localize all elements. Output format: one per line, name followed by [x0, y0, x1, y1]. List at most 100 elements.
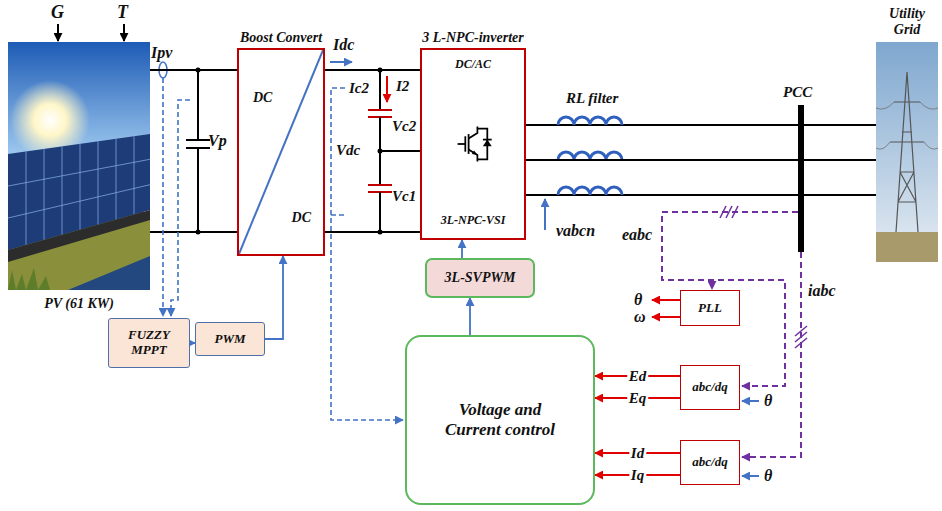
- grid-measurement-lines: [662, 212, 801, 457]
- signal-label: vabcn: [556, 222, 595, 240]
- wire: [379, 192, 381, 232]
- drawing-part: [451, 122, 495, 166]
- signal-label: θ: [764, 392, 772, 410]
- signal-label: ω: [634, 308, 646, 326]
- inverter-box: 3 L-NPC-inverterDC/AC3L-NPC-VSI: [420, 48, 526, 240]
- edge-label: Eq: [627, 390, 649, 407]
- box-heading: 3 L-NPC-inverter: [422, 30, 523, 46]
- capacitor-plate: [368, 184, 392, 186]
- drawing-part: [26, 152, 27, 245]
- omega-arrow: [652, 316, 680, 318]
- drawing-part: [8, 42, 150, 290]
- box-label: FUZZY MPPT: [109, 328, 189, 358]
- control-box: PWM: [195, 322, 265, 356]
- box-label: Voltage and Current control: [430, 400, 570, 439]
- signal-label: Idc: [333, 36, 354, 54]
- array-caption: PV (61 KW): [44, 296, 114, 312]
- box-label: DC: [253, 90, 272, 106]
- pll-box: PLL: [680, 290, 740, 326]
- utility-grid: Utility Grid: [876, 42, 938, 262]
- drawing-part: [116, 139, 117, 220]
- signal-label: Ic2: [349, 80, 369, 97]
- pcc-bus-bar: [798, 105, 804, 252]
- signal-label: iabc: [808, 282, 836, 300]
- voltage-arrow: [544, 199, 546, 230]
- irradiance-arrow: [57, 24, 59, 41]
- box-heading: Boost Convert: [239, 30, 323, 46]
- edge-label: Id: [629, 445, 646, 462]
- measure-line: [171, 100, 190, 316]
- three-phase-ticks: [720, 206, 807, 348]
- part-label: PCC: [783, 84, 812, 101]
- signal-label: θ: [764, 467, 772, 485]
- controller-box: Voltage and Current control: [405, 335, 595, 505]
- drawing-part: [483, 140, 492, 147]
- signal-label: Vc2: [392, 118, 416, 135]
- drawing-part: [876, 102, 938, 149]
- capacitor-plate: [186, 139, 210, 141]
- wire: [380, 150, 420, 152]
- box-label: 3L-SVPWM: [445, 270, 516, 286]
- box-label: 3L-NPC-VSI: [422, 214, 524, 228]
- current-measure-line: [742, 252, 801, 457]
- drawing-part: [98, 141, 99, 224]
- temperature-arrow: [123, 24, 125, 41]
- measure-line: [162, 78, 164, 316]
- drawing-part: [464, 136, 466, 151]
- signal-label: I2: [396, 78, 409, 95]
- voltage-measure-line: [662, 212, 798, 386]
- tick: [726, 206, 732, 218]
- drawing-part: [8, 159, 150, 186]
- junction-dot: [196, 230, 201, 235]
- drawing-part: [458, 126, 492, 161]
- voltage-measure-line: [711, 280, 713, 289]
- control-box: FUZZY MPPT: [108, 318, 190, 368]
- box-label: abc/dq: [692, 380, 727, 395]
- connector: [469, 298, 471, 335]
- box-label: PWM: [214, 332, 245, 347]
- drawing-part: [8, 268, 50, 290]
- drawing-part: [890, 72, 924, 232]
- tick: [795, 338, 807, 348]
- edge-label: Ed: [627, 368, 649, 385]
- rl-filter-coils: [558, 117, 622, 195]
- drawing-part: [469, 150, 478, 162]
- current-arrow: [386, 76, 388, 102]
- drawing-part: [239, 50, 323, 254]
- drawing-part: [876, 42, 938, 262]
- current-arrow: [330, 61, 352, 63]
- drawing-part: [876, 232, 938, 262]
- phase-line: [506, 124, 876, 126]
- measure-line: [331, 88, 403, 420]
- signal-label: T: [117, 2, 128, 23]
- part-label: RL filter: [566, 90, 618, 107]
- drawing-part: [80, 144, 81, 230]
- connector: [325, 69, 420, 71]
- junction-dot: [378, 149, 383, 154]
- signal-label: Ipv: [151, 44, 172, 62]
- tick: [720, 206, 726, 218]
- theta-arrow: [742, 400, 759, 402]
- drawing-part: [62, 146, 63, 234]
- pv-array: PV (61 KW): [8, 42, 150, 290]
- wire: [325, 231, 420, 233]
- signal-label: eabc: [622, 226, 652, 244]
- box-label: PLL: [698, 301, 722, 316]
- tick: [795, 326, 807, 336]
- phase-line: [506, 194, 876, 196]
- connector: [265, 256, 283, 339]
- transform-box: abc/dq: [680, 365, 740, 410]
- connector: [150, 69, 237, 71]
- theta-arrow: [742, 475, 759, 477]
- signal-label: G: [51, 2, 64, 23]
- drawing-part: [8, 136, 150, 245]
- drawing-part: [876, 42, 938, 262]
- drawing-part: [8, 42, 150, 290]
- signal-label: Vdc: [336, 142, 360, 159]
- inductor-symbol: [558, 152, 622, 160]
- box-label: DC/AC: [422, 58, 524, 72]
- connector: [461, 240, 463, 258]
